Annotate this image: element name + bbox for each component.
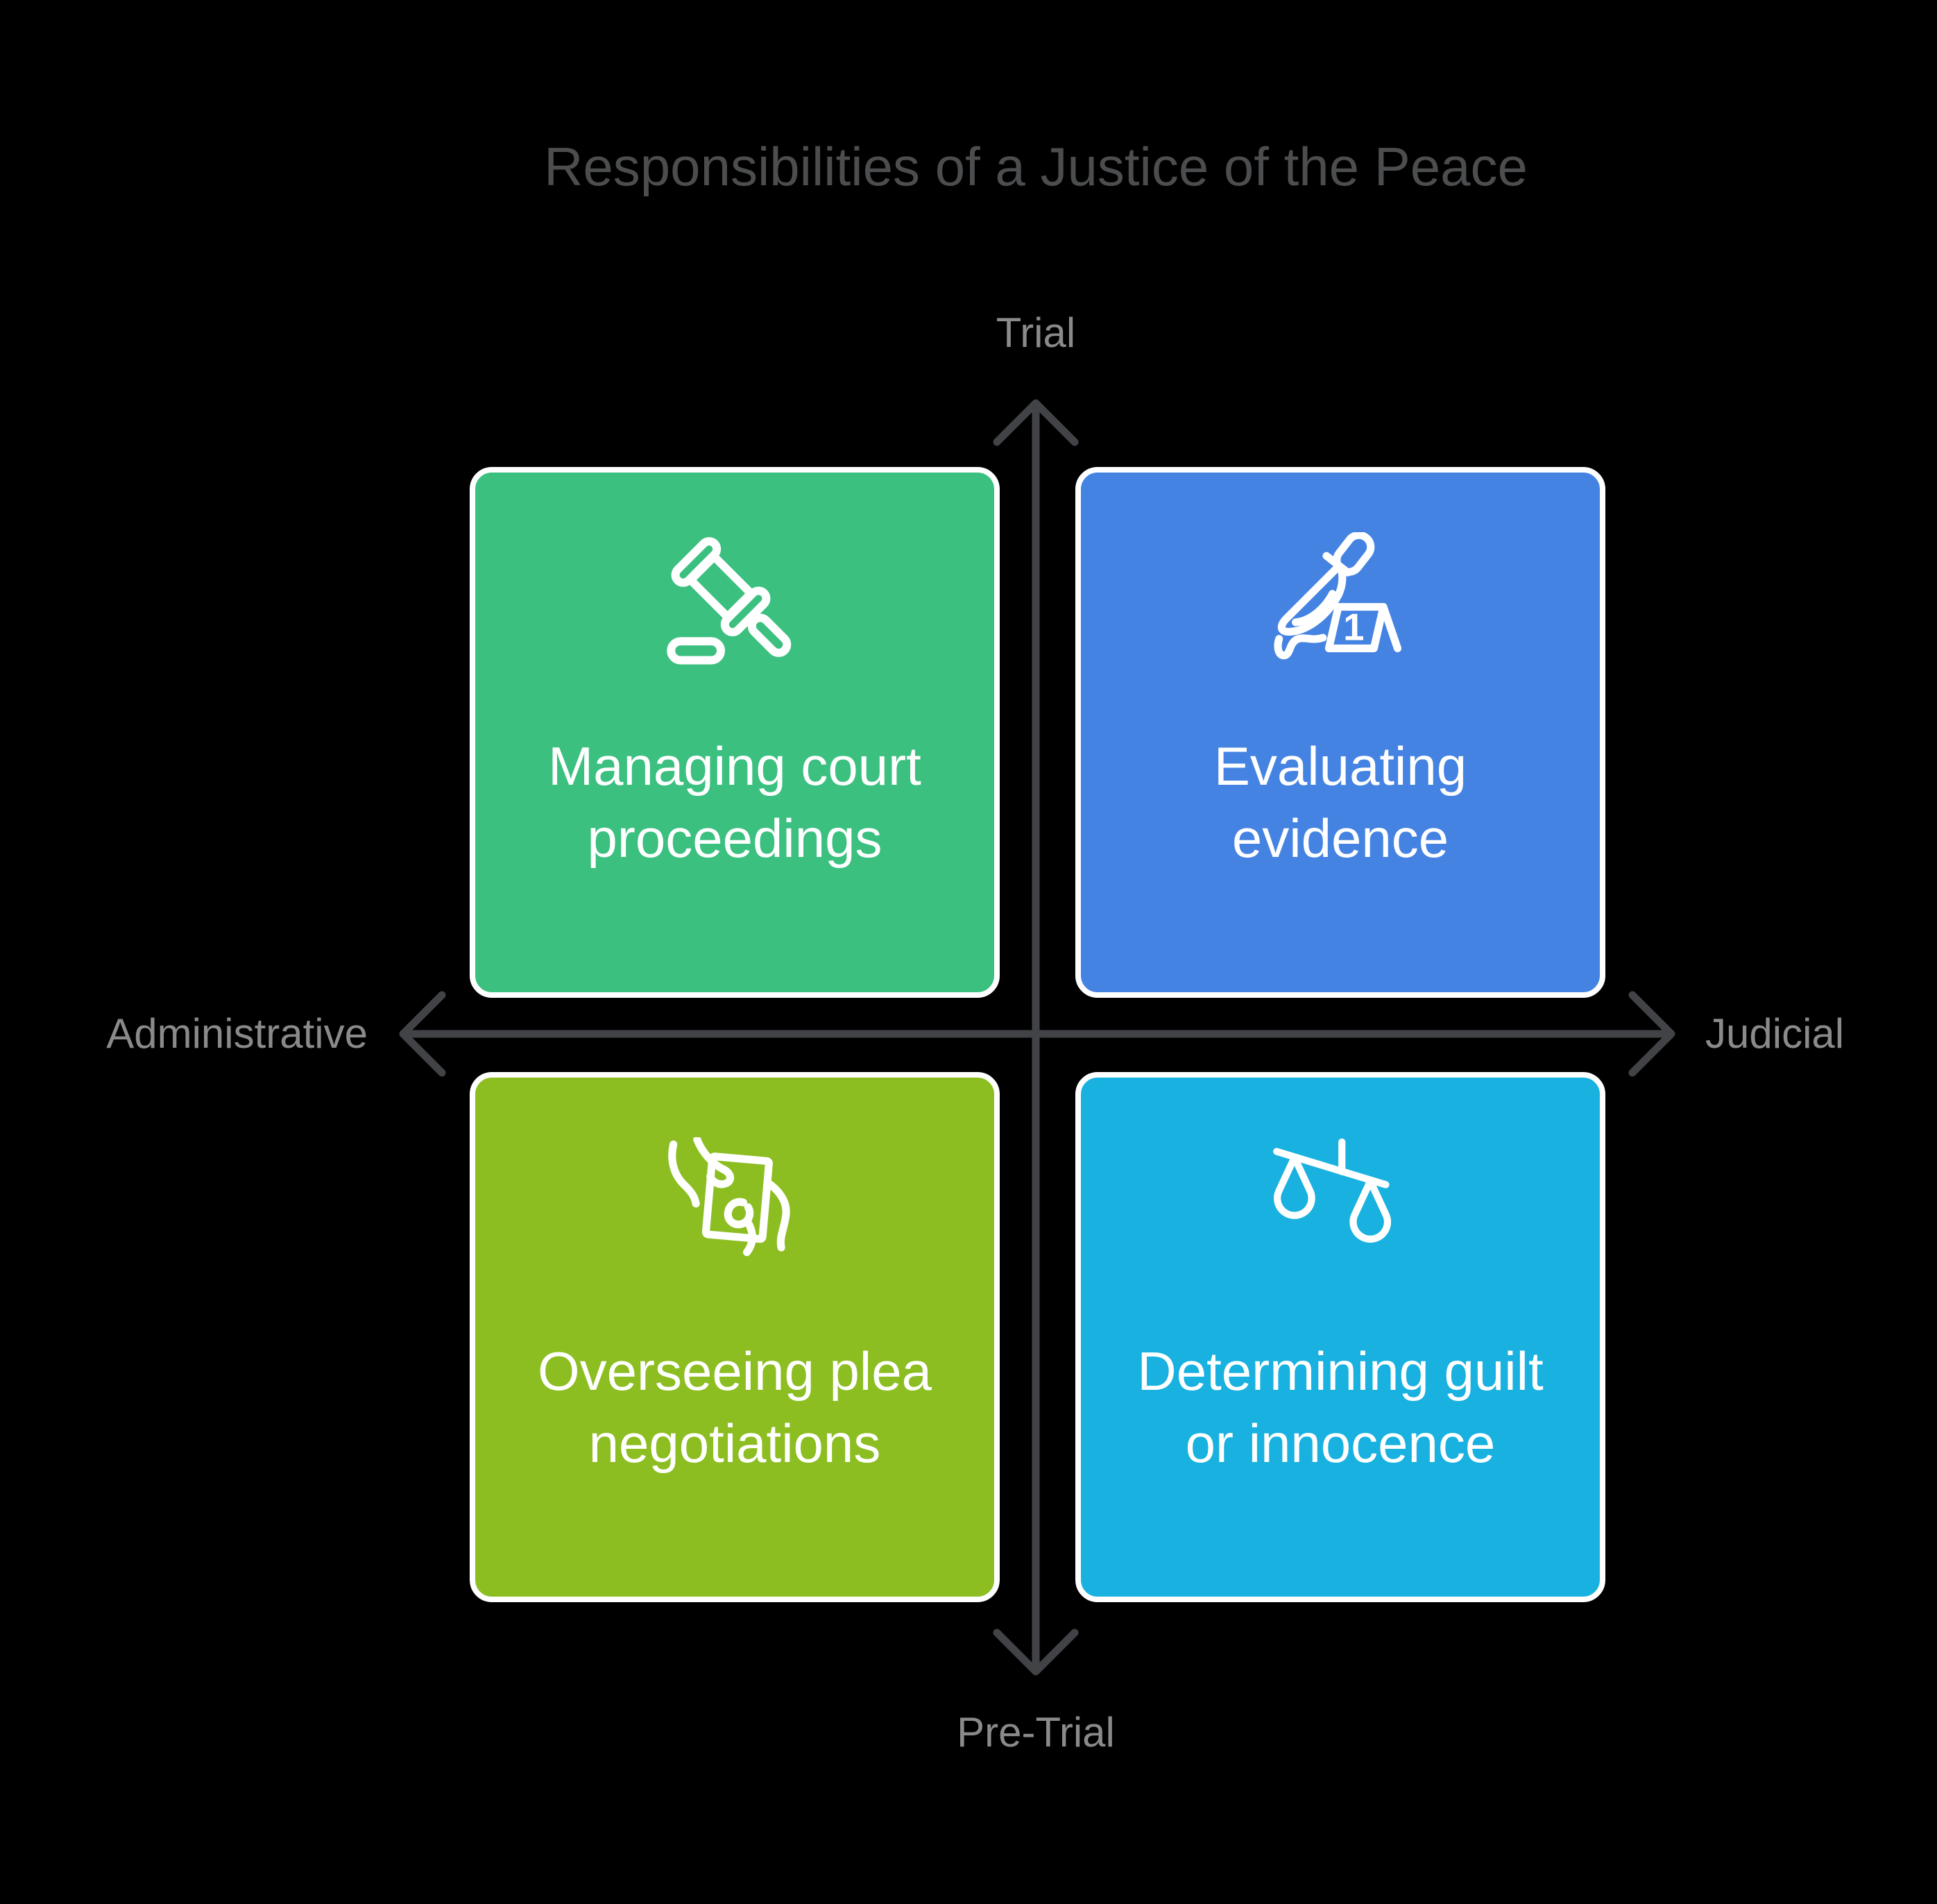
left-arrowhead-icon (399, 991, 446, 1077)
axis-label-administrative: Administrative (106, 1010, 368, 1057)
quadrant-label: Evaluating evidence (1213, 736, 1467, 869)
quadrant-card-overseeing-plea-negotiations: Overseeing plea negotiations (470, 1072, 1000, 1602)
axis-label-trial: Trial (996, 309, 1076, 356)
right-arrowhead-icon (1628, 991, 1675, 1077)
up-arrowhead-icon (993, 399, 1079, 446)
axis-label-judicial: Judicial (1705, 1010, 1845, 1057)
page-title: Responsibilities of a Justice of the Pea… (544, 136, 1528, 197)
quadrant-label: Overseeing plea negotiations (537, 1341, 932, 1474)
quadrant-label: Managing court proceedings (548, 736, 921, 869)
scales-of-justice-icon (1270, 1137, 1412, 1280)
quadrant-card-evaluating-evidence: 1 Evaluating evidence (1075, 467, 1605, 998)
knife-evidence-marker-icon: 1 (1270, 532, 1412, 674)
quadrant-card-managing-court-proceedings: Managing court proceedings (470, 467, 1000, 998)
axis-label-pre-trial: Pre-Trial (957, 1709, 1115, 1756)
gavel-icon (664, 532, 806, 674)
evidence-marker-number: 1 (1343, 606, 1364, 648)
quadrant-card-determining-guilt-or-innocence: Determining guilt or innocence (1075, 1072, 1605, 1602)
quadrant-label: Determining guilt or innocence (1137, 1341, 1544, 1474)
down-arrowhead-icon (993, 1629, 1079, 1676)
hands-holding-document-icon (664, 1137, 806, 1280)
